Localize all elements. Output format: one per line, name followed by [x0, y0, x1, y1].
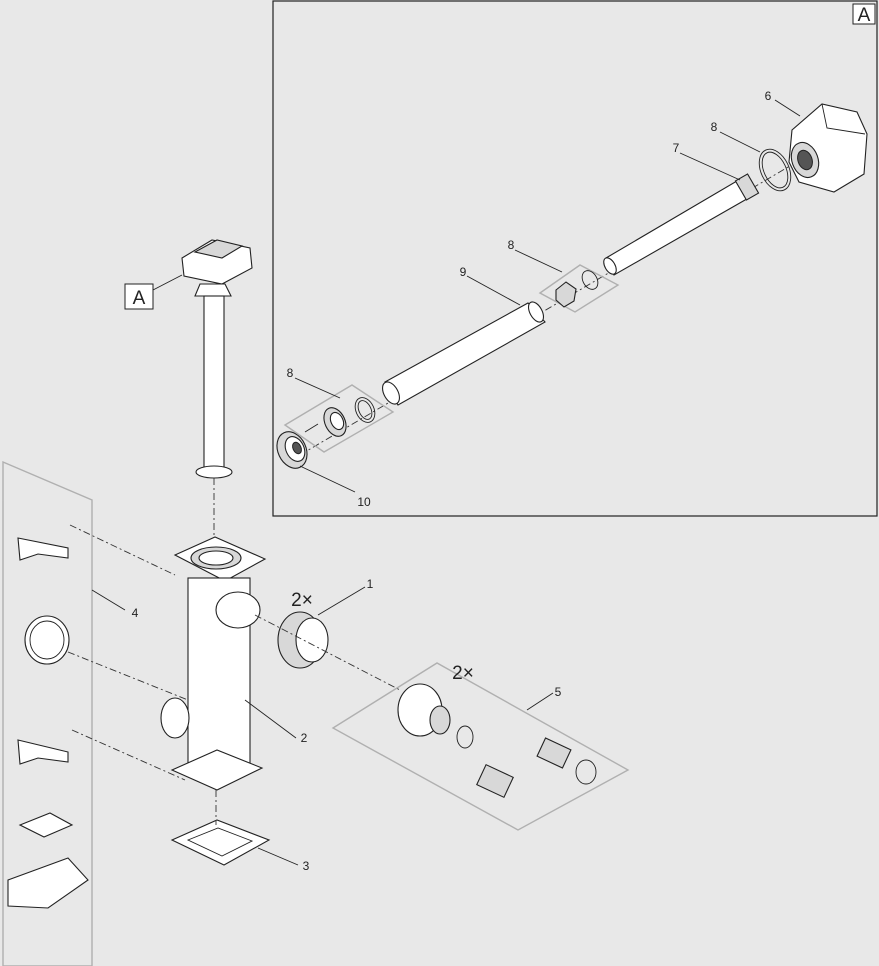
dash-bracket-bottom	[71, 729, 186, 781]
callout-tag-box	[124, 283, 154, 310]
label-part-5: 5	[555, 685, 562, 699]
part-10-end-cap	[276, 431, 308, 469]
leader-6	[774, 99, 801, 117]
part-7-uv-lamp	[603, 173, 760, 276]
dash-bracket-top	[69, 524, 176, 576]
leader-1	[317, 586, 366, 616]
label-part-3: 3	[303, 859, 310, 873]
callout-tag-label: A	[133, 288, 146, 309]
part-3-gasket	[170, 819, 271, 866]
label-part-7: 7	[673, 141, 680, 155]
inset-tag-label: A	[858, 5, 871, 26]
leader-7	[679, 152, 741, 181]
lamp-unit-assembly	[181, 239, 253, 479]
leader-3	[257, 847, 299, 866]
part-1-union-nut	[277, 611, 329, 669]
leader-2	[244, 699, 297, 739]
part-8-group-middle	[538, 264, 620, 313]
callout-leader	[152, 274, 183, 291]
leader-8b	[514, 249, 563, 273]
part-5-zone	[331, 662, 630, 831]
part-8-lower-components	[304, 397, 376, 437]
part-9-quartz-tube	[382, 301, 546, 406]
label-part-4: 4	[132, 606, 139, 620]
part-8-group-lower	[283, 384, 395, 453]
leader-10	[299, 465, 356, 493]
label-part-8a: 8	[287, 366, 294, 380]
label-part-2: 2	[301, 731, 308, 745]
leader-8c	[719, 131, 761, 153]
label-part-1: 1	[367, 577, 374, 591]
part-5-hose-adapters	[397, 683, 597, 799]
dash-ring	[67, 651, 189, 701]
part-6-control-housing	[788, 103, 868, 193]
label-part-8b: 8	[508, 238, 515, 252]
label-part-9: 9	[460, 265, 467, 279]
leader-4	[91, 589, 126, 611]
inset-tag-box	[852, 3, 876, 25]
part-2-housing	[160, 536, 267, 791]
leader-9	[466, 275, 521, 306]
multiplier-part-5: 2×	[452, 663, 474, 684]
leader-5	[526, 692, 554, 711]
axis-outlet	[254, 614, 401, 691]
part-8-middle-components	[555, 270, 599, 308]
label-part-6: 6	[765, 89, 772, 103]
multiplier-part-1: 2×	[291, 590, 313, 611]
part-4-accessories	[7, 537, 89, 909]
accessory-zone	[2, 460, 93, 966]
inset-frame	[272, 0, 878, 517]
leader-8a	[294, 377, 341, 399]
part-8-oring-right	[758, 148, 792, 192]
label-part-8c: 8	[711, 120, 718, 134]
part-8-oring-right-inner	[761, 151, 789, 189]
label-part-10: 10	[357, 495, 371, 509]
